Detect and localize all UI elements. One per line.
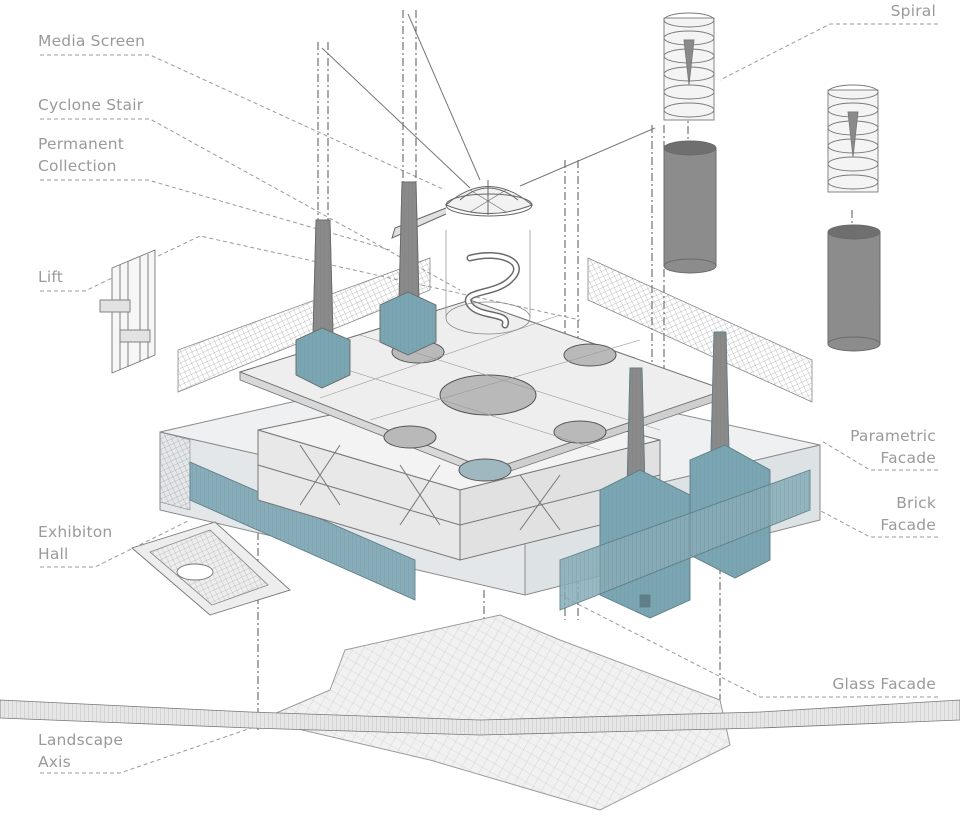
- label-landscape-axis: Landscape Axis: [38, 731, 124, 771]
- label-cyclone-stair: Cyclone Stair: [38, 96, 144, 114]
- brick-facade-left: [189, 461, 416, 601]
- leader-brick-facade: [799, 499, 938, 538]
- glass-cylinder-1: [663, 140, 717, 274]
- leader-spiral: [719, 23, 938, 81]
- chimney-group-right: [559, 331, 811, 619]
- spiral-tower-2: [827, 84, 879, 193]
- chimney-group-left: [295, 181, 437, 389]
- landscape-axis-band: [0, 699, 960, 736]
- leader-permanent-collection: [40, 179, 391, 251]
- roof-slab: [238, 299, 727, 482]
- spiral-tower-1: [663, 12, 715, 121]
- landscape-plane: [258, 614, 731, 811]
- leader-lines: [40, 23, 938, 774]
- parametric-facade: [159, 257, 813, 511]
- suspension-cables: [321, 13, 656, 189]
- label-glass-facade: Glass Facade: [832, 675, 936, 693]
- label-spiral: Spiral: [890, 2, 936, 20]
- label-brick-facade: Brick Facade: [880, 494, 936, 534]
- exhibition-hall: [131, 521, 291, 616]
- leader-glass-facade: [559, 594, 938, 698]
- label-parametric-facade: Parametric Facade: [850, 427, 936, 467]
- label-media-screen: Media Screen: [38, 32, 146, 50]
- glass-cylinder-2: [827, 224, 881, 352]
- leader-landscape-axis: [40, 724, 261, 774]
- label-permanent-collection: Permanent Collection: [38, 135, 125, 175]
- leader-media-screen: [40, 54, 446, 191]
- leader-cyclone-stair: [40, 118, 461, 291]
- label-lift: Lift: [38, 268, 64, 286]
- label-exhibition-hall: Exhibiton Hall: [38, 523, 113, 563]
- leader-parametric-facade: [819, 439, 938, 471]
- lift-shaft: [99, 249, 156, 374]
- cyclone-stair-edge: [466, 253, 519, 327]
